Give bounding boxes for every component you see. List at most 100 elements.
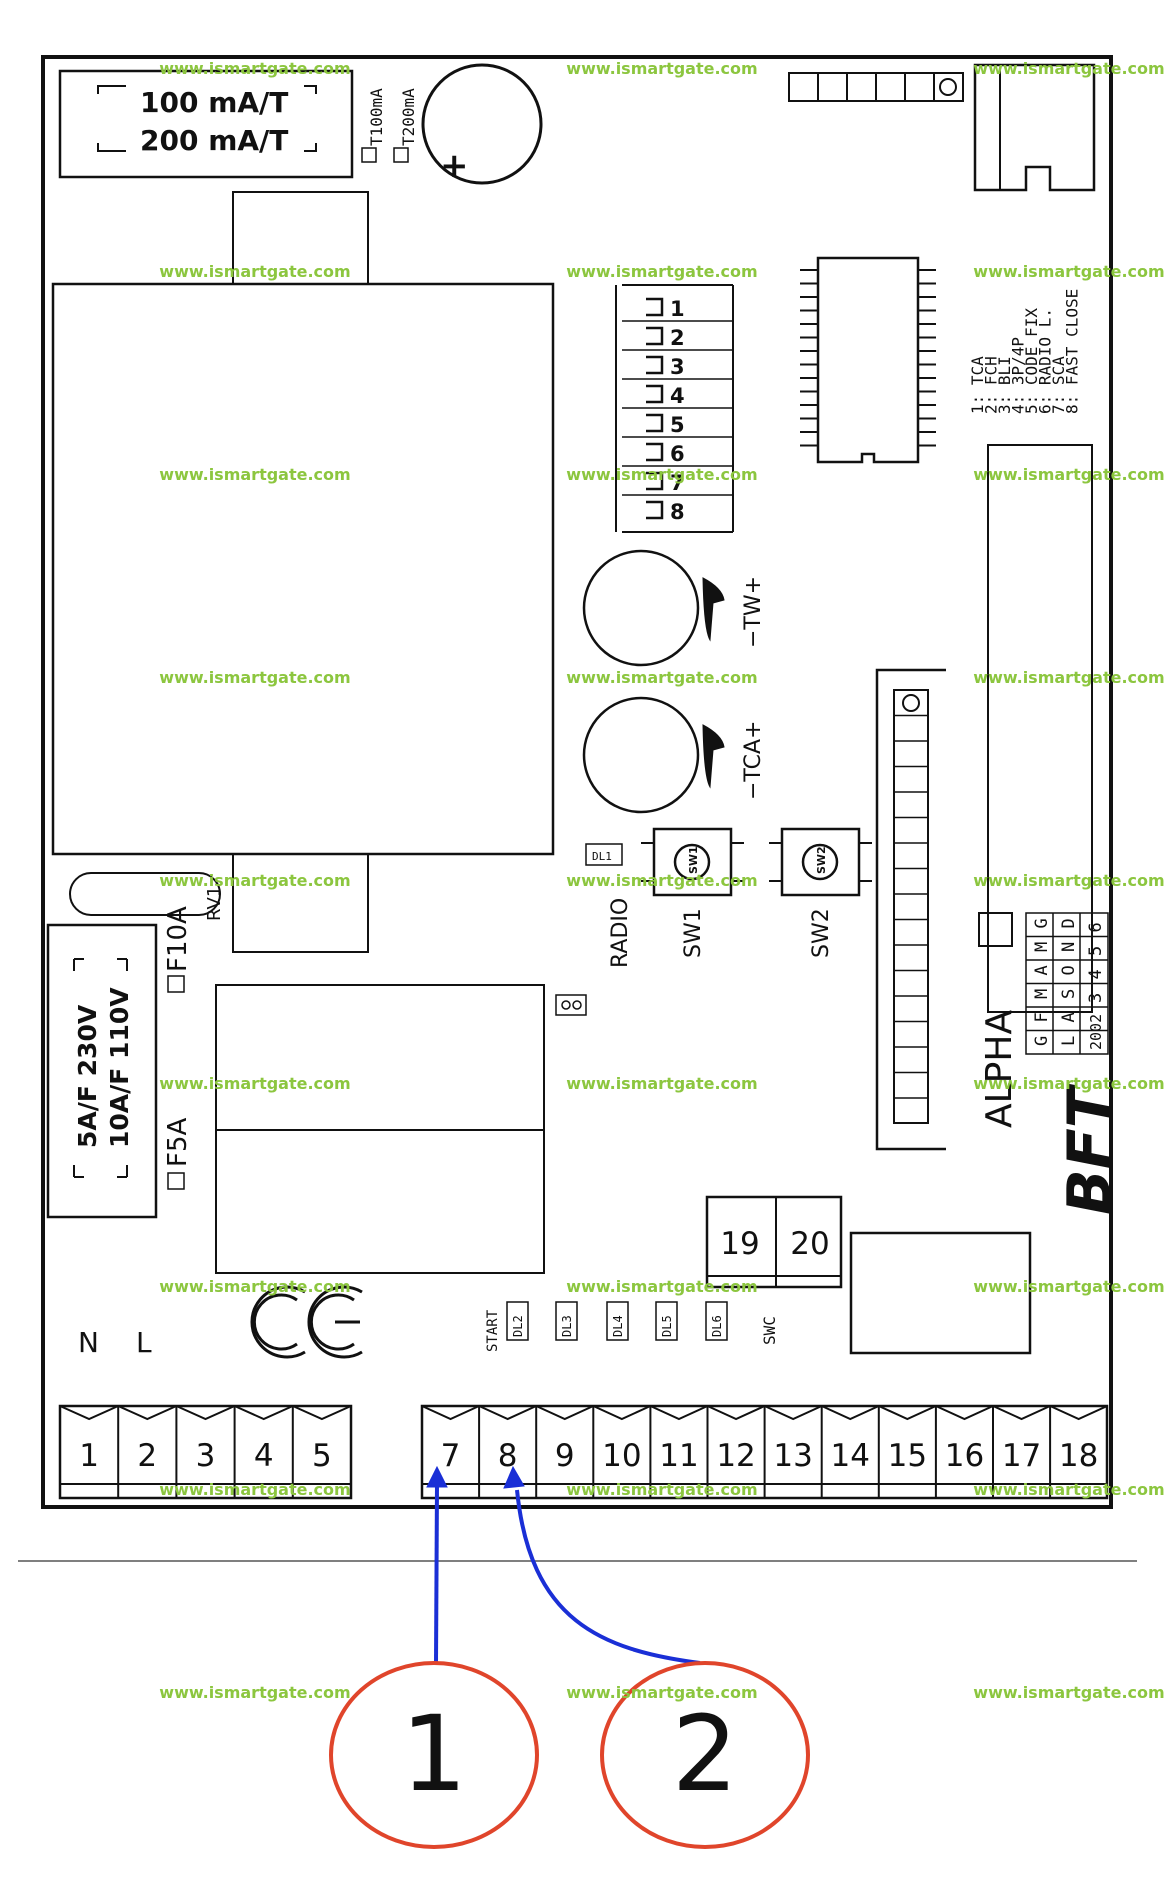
watermark: www.ismartgate.com (973, 1277, 1164, 1296)
model-table-cell: 3 (1086, 993, 1106, 1003)
terminal-number: 2 (137, 1438, 157, 1474)
terminal-number: 3 (196, 1438, 216, 1474)
model-table-cell: 4 (1086, 969, 1106, 979)
watermark: www.ismartgate.com (159, 262, 350, 281)
callout-2-number: 2 (672, 1693, 738, 1815)
watermark: www.ismartgate.com (159, 1480, 350, 1499)
dip-legend-item: 1: TCA (968, 356, 987, 414)
dip-switch-number: 3 (670, 355, 685, 379)
terminal-block-small (705, 1195, 843, 1289)
terminal-number: 16 (945, 1438, 984, 1474)
dip-switch-lever (646, 355, 664, 375)
watermark: www.ismartgate.com (566, 1074, 757, 1093)
dip-legend-item: 7: SCA (1049, 356, 1068, 414)
terminal-number: 9 (555, 1438, 575, 1474)
capacitor-plus: + (440, 146, 469, 186)
capacitor-main (421, 63, 543, 185)
sw1-button[interactable] (641, 827, 744, 897)
transformer-stem-bottom (232, 853, 369, 953)
varistor (69, 872, 221, 916)
n-label: N (78, 1326, 99, 1359)
watermark: www.ismartgate.com (973, 262, 1164, 281)
dip-switch-lever (646, 442, 664, 462)
ce-mark (250, 1285, 363, 1359)
watermark: www.ismartgate.com (973, 668, 1164, 687)
dip-switch-number: 2 (670, 326, 685, 350)
led-dl3-label: DL3 (560, 1315, 574, 1337)
terminal-number: 4 (254, 1438, 274, 1474)
led-dl4-label: DL4 (611, 1315, 625, 1337)
dip-switch-number: 6 (670, 442, 685, 466)
watermark: www.ismartgate.com (566, 1277, 757, 1296)
ic-chip (800, 256, 936, 464)
led-dl2 (506, 1301, 529, 1341)
callout-1-circle (329, 1661, 539, 1849)
fuse-top-opt2: T200mA (399, 88, 418, 146)
wire-2-arrow (503, 1465, 525, 1489)
sw2-button[interactable] (769, 827, 872, 897)
model-table-cell: M (1032, 942, 1052, 952)
watermark: www.ismartgate.com (973, 871, 1164, 890)
swc-label: SWC (760, 1316, 779, 1345)
watermark: www.ismartgate.com (973, 59, 1164, 78)
model-table-cell: 5 (1086, 946, 1106, 956)
terminal-number: 5 (312, 1438, 332, 1474)
led-dl5-label: DL5 (660, 1315, 674, 1337)
terminal-number: 12 (716, 1438, 755, 1474)
watermark: www.ismartgate.com (973, 1074, 1164, 1093)
terminal-number: 18 (1059, 1438, 1098, 1474)
led-dl6-label: DL6 (710, 1315, 724, 1337)
board-outline (41, 55, 1113, 1509)
model-table-cell: A (1059, 1012, 1079, 1022)
watermark: www.ismartgate.com (159, 1074, 350, 1093)
wire-2 (515, 1489, 701, 1665)
sw2-label: SW2 (809, 908, 834, 958)
model-table-cell: L (1059, 1036, 1079, 1046)
radio-connector (987, 444, 1093, 1013)
watermark: www.ismartgate.com (973, 1683, 1164, 1702)
terminal-number: 14 (831, 1438, 870, 1474)
fuse-top-opt1: T100mA (367, 88, 386, 146)
terminal-number: 8 (498, 1438, 518, 1474)
dip-switch-number: 4 (670, 384, 685, 408)
led-dl6 (705, 1301, 728, 1341)
terminal-number: 17 (1002, 1438, 1041, 1474)
led-dl4 (606, 1301, 629, 1341)
alpha-jumper (978, 912, 1013, 947)
small-component (555, 994, 587, 1016)
mains-fuse-box (46, 923, 158, 1219)
watermark: www.ismartgate.com (566, 871, 757, 890)
wire-1-arrow (426, 1465, 448, 1488)
connector-top (973, 63, 1096, 192)
dip-switch-number: 5 (670, 413, 685, 437)
model-table-cell: N (1059, 942, 1079, 952)
transformer (51, 282, 555, 856)
watermark: www.ismartgate.com (566, 668, 757, 687)
led-bar (788, 72, 964, 102)
model-table-cell: 2002 (1087, 1014, 1105, 1050)
model-table-cell: A (1032, 965, 1052, 975)
model-table-cell: F (1032, 1012, 1052, 1022)
sw1-btn-label: SW1 (687, 846, 700, 874)
callout-1-number: 1 (401, 1693, 467, 1815)
trimmer-tw-label: −TW+ (741, 576, 766, 648)
trimmer-tw (582, 549, 725, 667)
mains-fuse-opt2: F10A (163, 906, 193, 972)
dip-legend-item: 5: CODE FIX (1022, 308, 1041, 414)
model-table-cell: O (1059, 965, 1079, 975)
dip-legend-item: 8: FAST CLOSE (1063, 289, 1082, 414)
mains-fuse-opt1: F5A (163, 1118, 193, 1167)
sw2-btn-label: SW2 (815, 846, 828, 874)
terminal-number: 20 (790, 1226, 829, 1262)
watermark: www.ismartgate.com (159, 59, 350, 78)
watermark: www.ismartgate.com (566, 262, 757, 281)
watermark: www.ismartgate.com (973, 465, 1164, 484)
radio-label: RADIO (608, 898, 633, 968)
watermark: www.ismartgate.com (566, 59, 757, 78)
dip-switch-lever (646, 384, 664, 404)
model-table-cell: S (1059, 989, 1079, 999)
watermark: www.ismartgate.com (159, 465, 350, 484)
l-label: L (136, 1326, 152, 1359)
fuse-box-top (58, 69, 354, 179)
expansion-connector (875, 668, 946, 1151)
